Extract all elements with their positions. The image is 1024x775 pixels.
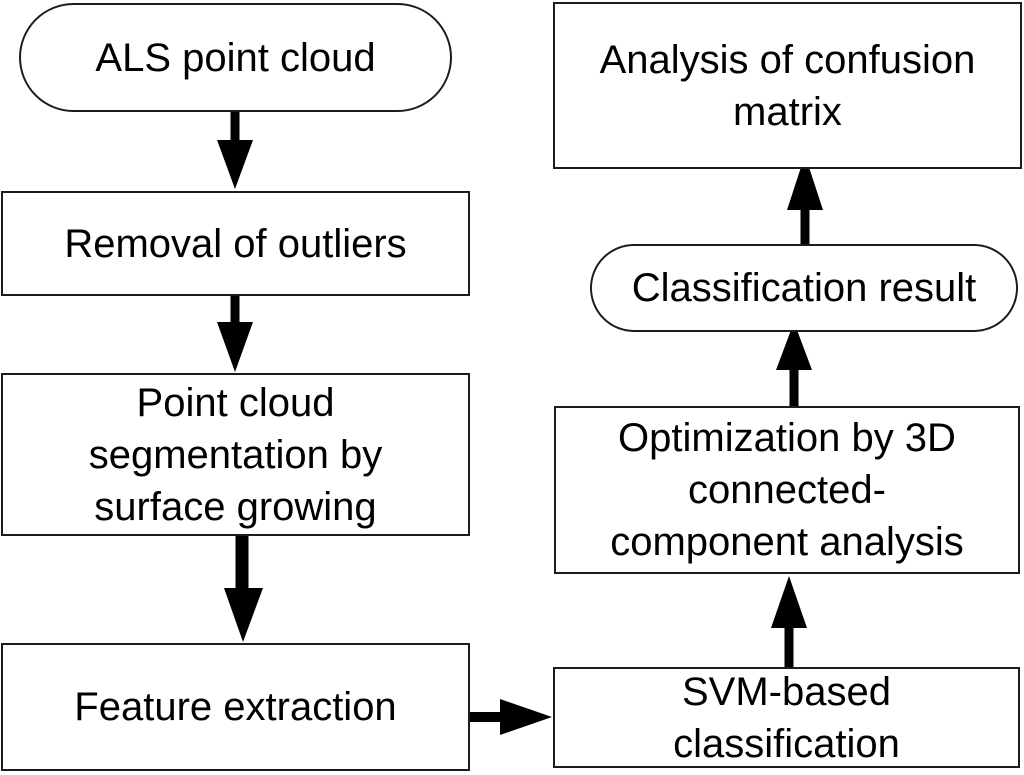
- node-label: Feature extraction: [74, 685, 397, 729]
- arrow-head-down-icon: [224, 588, 263, 642]
- arrow-segmentation-to-feature: [224, 535, 263, 642]
- node-label: Classification result: [631, 266, 977, 310]
- arrow-als-to-removal: [217, 111, 253, 189]
- arrow-shaft: [235, 535, 249, 590]
- node-label: SVM-based classification: [673, 669, 900, 766]
- arrow-head-down-icon: [217, 322, 253, 372]
- arrow-head-right-icon: [500, 699, 552, 735]
- arrow-head-up-icon: [771, 576, 807, 628]
- arrow-optimization-to-result: [776, 322, 812, 408]
- node-analysis-confusion-matrix: Analysis of confusion matrix: [553, 2, 1022, 169]
- node-label: ALS point cloud: [95, 35, 376, 80]
- arrow-head-down-icon: [217, 140, 253, 189]
- arrow-shaft: [789, 368, 799, 408]
- arrow-shaft: [469, 712, 502, 722]
- arrow-svm-to-optimization: [771, 576, 807, 668]
- node-label: Removal of outliers: [64, 221, 407, 266]
- arrow-shaft: [230, 111, 240, 142]
- node-optimization-3d-connected-component: Optimization by 3D connected- component …: [554, 406, 1020, 574]
- arrow-shaft: [800, 208, 810, 246]
- node-point-cloud-segmentation: Point cloud segmentation by surface grow…: [1, 373, 470, 536]
- arrow-shaft: [230, 295, 240, 324]
- node-svm-classification: SVM-based classification: [553, 667, 1020, 768]
- node-label: Point cloud segmentation by surface grow…: [88, 380, 383, 529]
- node-removal-of-outliers: Removal of outliers: [1, 191, 470, 296]
- node-label: Analysis of confusion matrix: [599, 37, 976, 134]
- arrow-feature-to-svm: [469, 699, 552, 735]
- arrow-shaft: [784, 626, 794, 668]
- node-als-point-cloud: ALS point cloud: [19, 3, 452, 112]
- node-classification-result: Classification result: [590, 244, 1018, 332]
- node-feature-extraction: Feature extraction: [1, 643, 470, 771]
- arrow-removal-to-segmentation: [217, 295, 253, 372]
- node-label: Optimization by 3D connected- component …: [610, 416, 964, 564]
